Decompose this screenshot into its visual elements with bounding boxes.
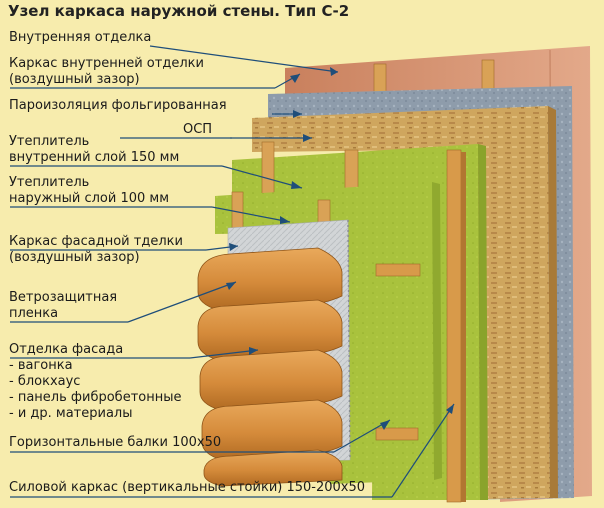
facade-logs xyxy=(197,247,343,487)
wind-barrier-seam xyxy=(347,219,351,461)
load-stud-front-side xyxy=(461,152,466,502)
leader-wind-tail xyxy=(127,281,237,323)
arrowhead xyxy=(280,216,290,224)
label-insulation-inner-line-1: Утеплитель xyxy=(9,134,90,149)
label-facade-frame: Каркас фасадной тделки (воздушный зазор) xyxy=(9,234,183,266)
label-facade-frame-line-1: Каркас фасадной тделки xyxy=(9,234,183,249)
label-facade-finish: Отделка фасада - вагонка - блокхаус - па… xyxy=(9,342,181,422)
arrowhead xyxy=(291,181,302,189)
label-vapor-barrier: Пароизоляция фольгированная xyxy=(9,98,227,113)
facade-log xyxy=(203,449,343,487)
arrowhead xyxy=(380,420,390,430)
leader-arrowheads xyxy=(226,67,454,430)
label-facade-frame-line-2: (воздушный зазор) xyxy=(9,250,140,265)
label-facade-finish-line-3: - блокхаус xyxy=(9,374,81,389)
horizontal-beam xyxy=(375,263,421,277)
insulation-outer-layer xyxy=(215,182,434,484)
arrowhead xyxy=(303,134,312,142)
leader-inner-finish xyxy=(149,45,339,73)
label-insulation-outer-line-2: наружный слой 100 мм xyxy=(9,191,170,206)
label-insulation-inner-line-2: внутренний слой 150 мм xyxy=(9,150,180,165)
facade-log xyxy=(201,399,343,461)
facade-log xyxy=(199,349,343,411)
insulation-outer-edge xyxy=(432,182,442,480)
label-facade-finish-line-5: - и др. материалы xyxy=(9,406,133,421)
facade-log xyxy=(197,299,343,361)
label-inner-frame-line-2: (воздушный зазор) xyxy=(9,72,140,87)
osb-edge xyxy=(548,106,558,498)
label-inner-finish: Внутренняя отделка xyxy=(9,30,152,45)
label-wind-barrier: Ветрозащитная пленка xyxy=(9,290,117,322)
leader-insulation-outer-tail xyxy=(211,206,291,223)
label-load-frame: Силовой каркас (вертикальные стойки) 150… xyxy=(9,480,366,495)
leader-insulation-inner-tail xyxy=(221,165,303,189)
label-wind-barrier-line-2: пленка xyxy=(9,306,59,321)
label-facade-finish-line-2: - вагонка xyxy=(9,358,73,373)
label-insulation-outer-line-1: Утеплитель xyxy=(9,175,90,190)
arrowhead xyxy=(290,74,300,83)
leader-lines xyxy=(10,45,455,498)
arrowhead xyxy=(249,347,258,355)
leader-beams-tail xyxy=(333,419,391,453)
label-inner-frame: Каркас внутренней отделки (воздушный заз… xyxy=(9,56,204,88)
leader-frame-tail xyxy=(391,403,455,498)
insulation-inner-edge xyxy=(478,144,488,500)
label-insulation-outer: Утеплитель наружный слой 100 мм xyxy=(9,175,169,207)
arrowhead xyxy=(226,282,236,290)
arrowhead xyxy=(293,110,302,118)
facade-log xyxy=(197,247,343,311)
load-stud-front xyxy=(446,149,462,503)
horizontal-beam xyxy=(375,427,419,441)
arrowhead xyxy=(446,404,454,414)
leader-facade-finish-tail xyxy=(189,349,259,359)
arrowhead xyxy=(229,243,238,251)
label-horizontal-beams: Горизонтальные балки 100х50 xyxy=(9,435,222,450)
label-inner-frame-line-1: Каркас внутренней отделки xyxy=(9,56,204,71)
label-facade-finish-line-4: - панель фибробетонные xyxy=(9,390,182,405)
label-insulation-inner: Утеплитель внутренний слой 150 мм xyxy=(9,134,179,166)
label-osb: ОСП xyxy=(183,122,213,137)
page-title: Узел каркаса наружной стены. Тип С-2 xyxy=(8,2,350,20)
label-facade-finish-line-1: Отделка фасада xyxy=(9,342,124,357)
arrowhead xyxy=(330,67,338,76)
label-wind-barrier-line-1: Ветрозащитная xyxy=(9,290,118,305)
